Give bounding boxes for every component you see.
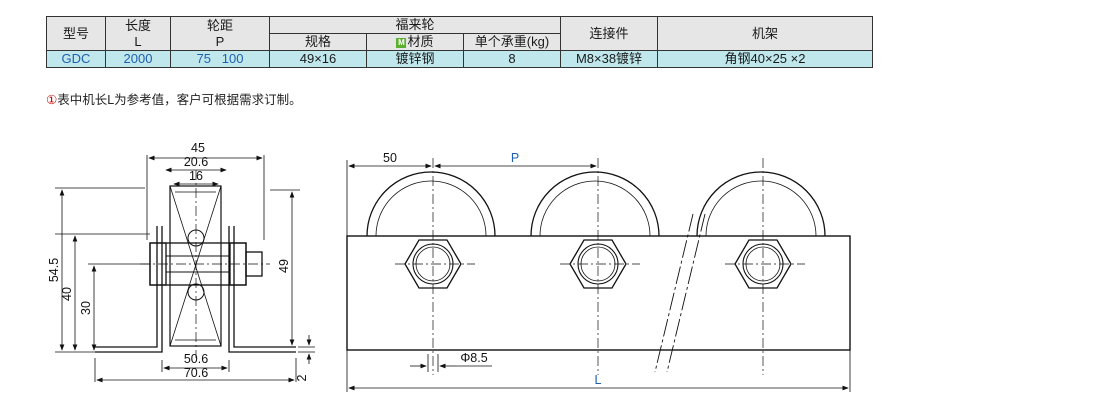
cell-spec: 49×16 xyxy=(269,50,367,68)
footnote: ①表中机长L为参考值，客户可根据需求订制。 xyxy=(46,93,302,107)
header-model: 型号 xyxy=(46,16,106,51)
header-load: 单个承重(kg) xyxy=(463,33,561,51)
dim-45: 45 xyxy=(191,141,205,155)
table-row: GDC 2000 75 100 49×16 镀锌钢 8 M8×38镀锌 角钢40… xyxy=(46,50,873,68)
dim-length: L xyxy=(595,373,602,387)
cell-load: 8 xyxy=(463,50,561,68)
cell-length: 2000 xyxy=(105,50,171,68)
dim-49: 49 xyxy=(277,259,291,273)
dim-20-6: 20.6 xyxy=(184,155,208,169)
cell-model: GDC xyxy=(46,50,106,68)
dim-54-5: 54.5 xyxy=(47,258,61,282)
dim-pitch: P xyxy=(511,151,519,165)
dim-hole-dia: Φ8.5 xyxy=(460,351,487,365)
header-spec: 规格 xyxy=(269,33,367,51)
dim-2: 2 xyxy=(295,374,309,381)
cell-frame: 角钢40×25 ×2 xyxy=(657,50,873,68)
dim-40: 40 xyxy=(60,287,74,301)
note-mark-icon: ① xyxy=(46,93,58,107)
dim-30: 30 xyxy=(79,301,93,315)
cell-connector: M8×38镀锌 xyxy=(560,50,658,68)
dim-70-6: 70.6 xyxy=(184,366,208,380)
dim-50: 50 xyxy=(383,151,397,165)
cell-material: 镀锌钢 xyxy=(366,50,464,68)
dim-16: 16 xyxy=(189,169,203,183)
material-badge-icon: M xyxy=(396,37,407,48)
front-view xyxy=(346,171,851,373)
side-view xyxy=(95,185,296,353)
cell-pitch: 75 100 xyxy=(170,50,270,68)
dim-50-6: 50.6 xyxy=(184,352,208,366)
